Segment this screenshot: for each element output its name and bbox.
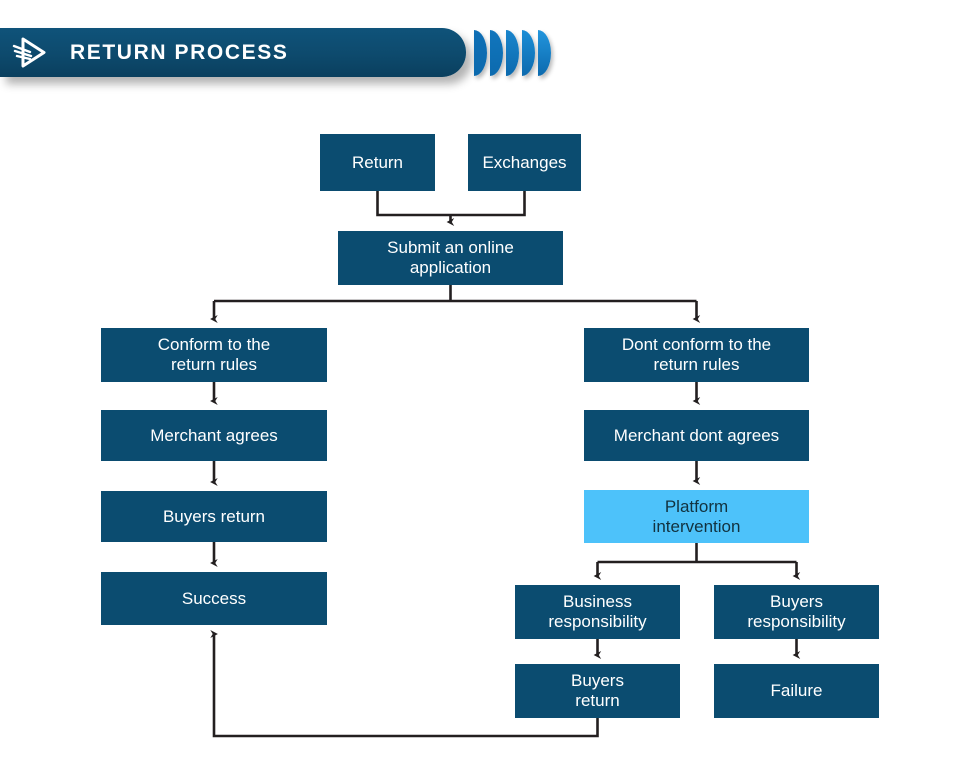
node-label: Success <box>181 588 247 608</box>
node-label: Buyers return <box>571 671 624 710</box>
header-decorative-stripes <box>474 30 551 76</box>
node-buyers-resp[interactable]: Buyers responsibility <box>714 585 879 639</box>
node-label: Merchant agrees <box>150 425 278 445</box>
play-triangle-arrow-icon <box>8 30 54 76</box>
stripe-1 <box>474 30 487 76</box>
edge-return-exchanges-merge <box>376 191 526 217</box>
stripe-5 <box>538 30 551 76</box>
node-submit[interactable]: Submit an online application <box>338 231 563 285</box>
node-success[interactable]: Success <box>101 572 327 625</box>
node-business-resp[interactable]: Business responsibility <box>515 585 680 639</box>
page-title: RETURN PROCESS <box>70 40 289 64</box>
node-label: Buyers responsibility <box>747 592 846 631</box>
node-platform[interactable]: Platform intervention <box>584 490 809 543</box>
node-merchant-dont-agrees[interactable]: Merchant dont agrees <box>584 410 809 461</box>
node-label: Platform intervention <box>652 496 741 536</box>
node-label: Conform to the return rules <box>157 335 271 374</box>
node-conform[interactable]: Conform to the return rules <box>101 328 327 382</box>
stripe-4 <box>522 30 535 76</box>
node-buyers-return-right[interactable]: Buyers return <box>515 664 680 718</box>
stripe-3 <box>506 30 519 76</box>
node-label: Buyers return <box>162 506 266 526</box>
node-label: Submit an online application <box>387 238 514 277</box>
node-label: Return <box>351 152 404 172</box>
node-label: Exchanges <box>482 152 567 172</box>
node-label: Failure <box>770 681 823 701</box>
header-banner: RETURN PROCESS <box>0 28 466 77</box>
node-exchanges[interactable]: Exchanges <box>468 134 581 191</box>
stripe-2 <box>490 30 503 76</box>
node-buyers-return-left[interactable]: Buyers return <box>101 491 327 542</box>
node-failure[interactable]: Failure <box>714 664 879 718</box>
node-label: Business responsibility <box>548 592 647 631</box>
node-return[interactable]: Return <box>320 134 435 191</box>
node-merchant-agrees[interactable]: Merchant agrees <box>101 410 327 461</box>
node-label: Merchant dont agrees <box>613 425 780 445</box>
node-dont-conform[interactable]: Dont conform to the return rules <box>584 328 809 382</box>
node-label: Dont conform to the return rules <box>621 335 772 374</box>
